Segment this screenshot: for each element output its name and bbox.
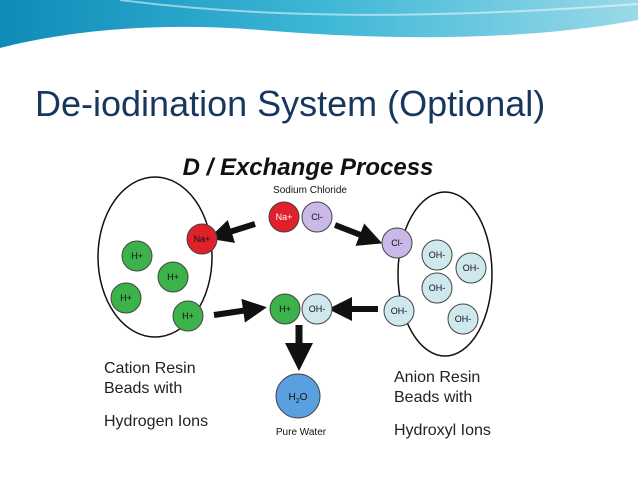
cation-resin-container <box>97 176 213 338</box>
ion-exchange-diagram: D / Exchange Process Sodium Chloride Na+… <box>97 154 493 439</box>
h-ion-4-label: H+ <box>182 311 194 321</box>
oh-ion-3-label: OH- <box>429 283 446 293</box>
oh-ion-2: OH- <box>455 252 487 284</box>
na-ion-top-label: Na+ <box>276 212 293 222</box>
banner-wave <box>0 0 638 48</box>
h-ion-center: H+ <box>269 293 301 325</box>
arrow-na-to-cation <box>208 219 256 243</box>
oh-ion-4-label: OH- <box>391 306 408 316</box>
header-banner <box>0 0 638 54</box>
cation-label-line2: Beads with <box>104 380 182 397</box>
cl-ion-top: Cl- <box>301 201 333 233</box>
slide-title: De-iodination System (Optional) <box>35 83 546 124</box>
h-ion-1: H+ <box>121 240 153 272</box>
cation-label-line1: Cation Resin <box>104 360 196 377</box>
oh-ion-5: OH- <box>447 303 479 335</box>
sodium-chloride-label: Sodium Chloride <box>273 185 347 196</box>
arrow-h-to-center <box>213 298 267 323</box>
arrow-cl-to-anion <box>333 222 383 246</box>
h-ion-3: H+ <box>110 282 142 314</box>
h-ion-center-label: H+ <box>279 304 291 314</box>
oh-ion-1: OH- <box>421 239 453 271</box>
na-ion-cation-label: Na+ <box>194 234 211 244</box>
cl-ion-anion: Cl- <box>381 227 413 259</box>
oh-ion-4: OH- <box>383 295 415 327</box>
anion-label-line1: Anion Resin <box>394 369 480 386</box>
anion-label-line3: Hydroxyl Ions <box>394 422 491 439</box>
oh-ion-1-label: OH- <box>429 250 446 260</box>
h-ion-3-label: H+ <box>120 293 132 303</box>
h-ion-4: H+ <box>172 300 204 332</box>
na-ion-top: Na+ <box>268 201 300 233</box>
oh-ion-5-label: OH- <box>455 314 472 324</box>
water-molecule: H2O <box>275 373 321 419</box>
anion-resin-container <box>397 191 493 357</box>
pure-water-label: Pure Water <box>276 427 327 438</box>
banner-swoosh-2 <box>119 0 638 16</box>
oh-ion-3: OH- <box>421 272 453 304</box>
anion-label-line2: Beads with <box>394 389 472 406</box>
oh-ion-2-label: OH- <box>463 263 480 273</box>
diagram-heading: D / Exchange Process <box>183 154 434 181</box>
cl-ion-top-label: Cl- <box>311 212 323 222</box>
h-ion-1-label: H+ <box>131 251 143 261</box>
h-ion-2: H+ <box>157 261 189 293</box>
oh-ion-center-label: OH- <box>309 304 326 314</box>
cation-label-line3: Hydrogen Ions <box>104 413 208 430</box>
water-formula: H2O <box>289 392 308 405</box>
cl-ion-anion-label: Cl- <box>391 238 403 248</box>
oh-ion-center: OH- <box>301 293 333 325</box>
na-ion-cation: Na+ <box>186 223 218 255</box>
h-ion-2-label: H+ <box>167 272 179 282</box>
banner-swoosh <box>0 22 638 54</box>
